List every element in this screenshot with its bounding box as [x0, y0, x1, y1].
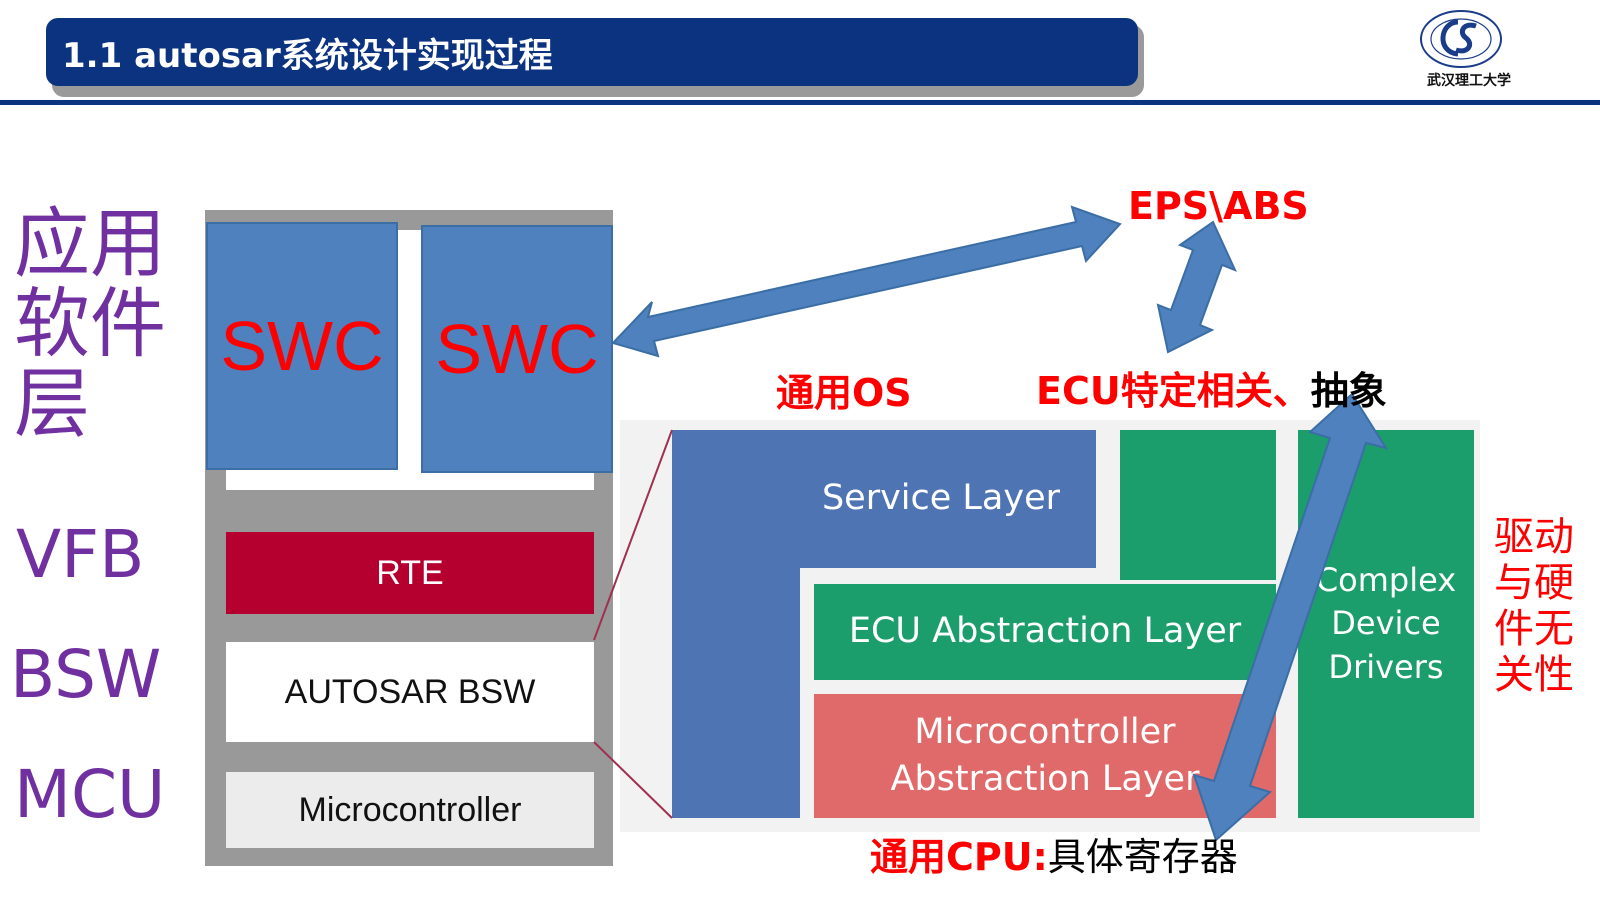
cdd-label-line2: Device: [1331, 604, 1441, 643]
ecu-abstraction-label: ECU Abstraction Layer: [848, 611, 1242, 652]
generic-cpu-black-text: 具体寄存器: [1047, 835, 1238, 879]
mcal-label-line2: Abstraction Layer: [890, 759, 1200, 799]
zoom-line-top: [593, 429, 673, 641]
zoom-line-bottom: [593, 741, 673, 819]
autosar-bsw-layer: AUTOSAR BSW: [226, 642, 594, 742]
header-divider: [0, 100, 1600, 105]
eps-abs-label: EPS\ABS: [1128, 184, 1309, 228]
page-title: 1.1 autosar系统设计实现过程: [62, 35, 553, 76]
vfb-label: VFB: [16, 516, 145, 593]
university-seal-icon: [1420, 10, 1502, 68]
app-layer-label: 应用软件层: [14, 199, 166, 448]
service-layer-label: Service Layer: [821, 478, 1060, 519]
ecu-abstraction-top: [1120, 430, 1276, 580]
hw-independent-label: 驱动与硬件无关性: [1494, 514, 1574, 698]
service-layer-block: Service Layer: [672, 430, 1096, 568]
university-logo: [1418, 8, 1504, 70]
ecu-abstraction-block: ECU Abstraction Layer: [814, 584, 1276, 680]
mcal-block: Microcontroller Abstraction Layer: [814, 694, 1276, 818]
rte-layer: RTE: [226, 532, 594, 614]
autosar-bsw-label: AUTOSAR BSW: [284, 672, 536, 711]
cdd-label-line1: Complex: [1315, 561, 1457, 600]
generic-cpu-label: 通用CPU:具体寄存器: [870, 826, 1238, 881]
bsw-label: BSW: [10, 636, 162, 713]
ecu-specific-label: ECU特定相关、抽象: [1036, 360, 1387, 415]
mcu-label: MCU: [14, 756, 166, 833]
generic-cpu-red-text: 通用CPU:: [870, 835, 1048, 879]
ecu-specific-red-text: ECU特定相关、: [1036, 369, 1311, 413]
swc-left-label: SWC: [220, 307, 384, 385]
swc-right-label: SWC: [435, 310, 599, 388]
generic-os-label: 通用OS: [776, 371, 912, 415]
cdd-label-line3: Drivers: [1328, 647, 1444, 686]
logo-caption: 武汉理工大学: [1427, 73, 1511, 89]
title-bar: 1.1 autosar系统设计实现过程: [46, 18, 1138, 86]
ecu-specific-black-text: 抽象: [1310, 369, 1387, 413]
microcontroller-layer: Microcontroller: [226, 772, 594, 848]
swc-left: SWC: [206, 222, 398, 470]
rte-label: RTE: [376, 553, 444, 592]
ecu-to-cpu-arrow: [1192, 392, 1389, 842]
mcal-label-line1: Microcontroller: [914, 711, 1176, 752]
swc-right: SWC: [421, 225, 613, 473]
eps-to-ecu-arrow: [1156, 220, 1237, 354]
microcontroller-label: Microcontroller: [298, 790, 522, 829]
swc-to-eps-arrow: [611, 205, 1122, 358]
